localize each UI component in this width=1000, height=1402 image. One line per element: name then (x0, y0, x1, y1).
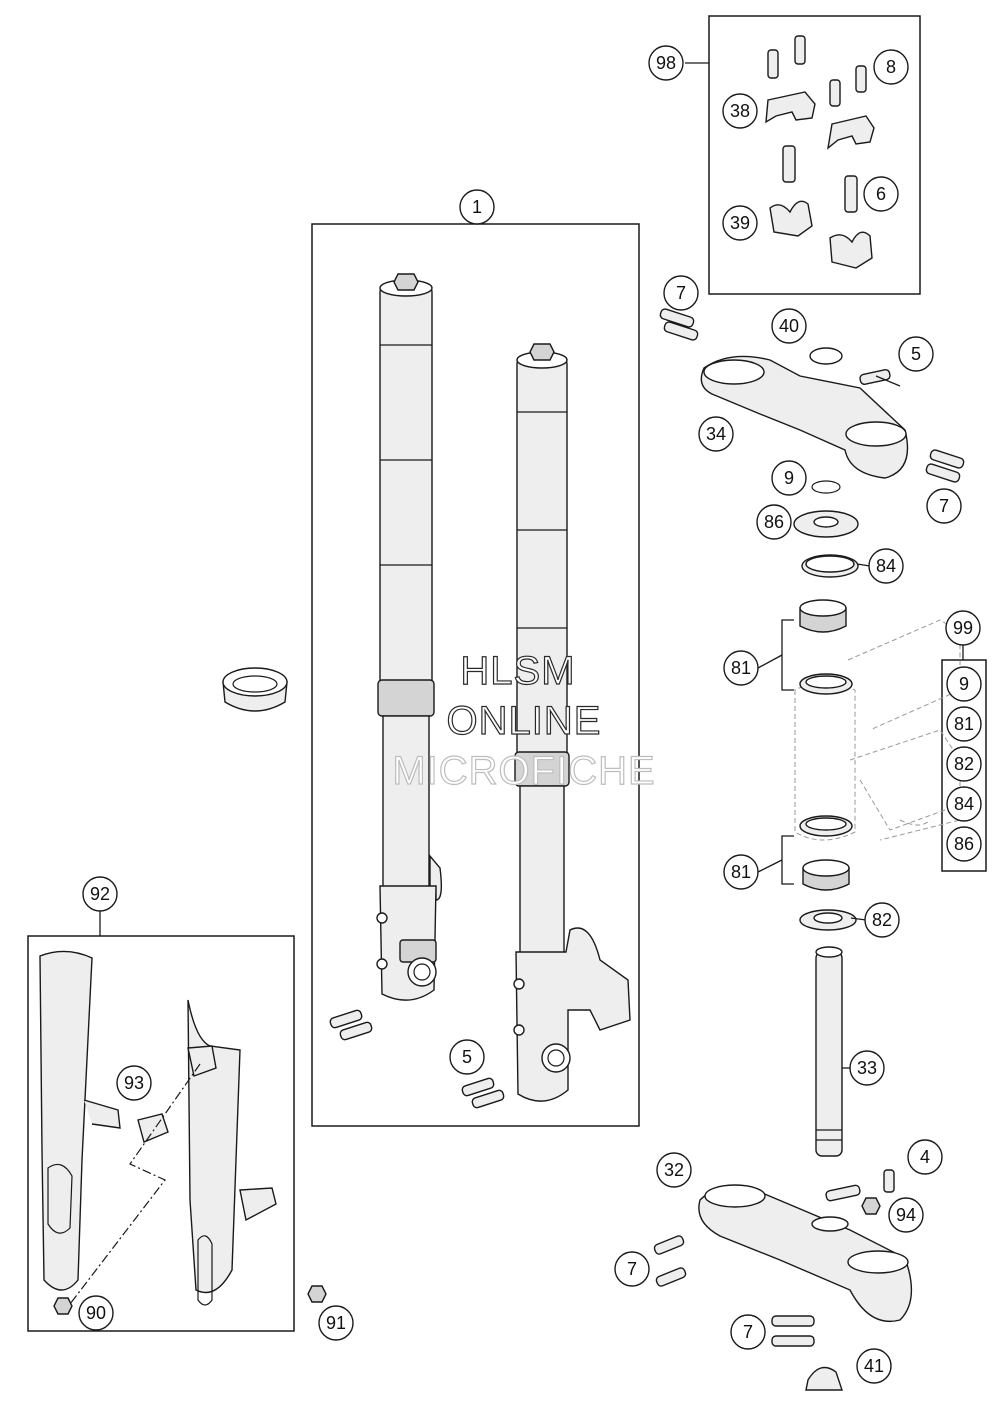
callout-91-label: 91 (326, 1313, 346, 1333)
callout-98-label: 98 (656, 53, 676, 73)
headset-bearing-parts (793, 480, 859, 931)
callout-34-label: 34 (706, 424, 726, 444)
callout-8-label: 8 (886, 57, 896, 77)
callout-33-label: 33 (857, 1058, 877, 1078)
callout-labels: 1 98 8 38 6 39 7 40 5 34 9 7 86 84 81 81… (78, 45, 982, 1384)
callout-7-mid: 7 (926, 488, 962, 524)
callout-86: 86 (756, 504, 792, 540)
callout-38: 38 (722, 93, 758, 129)
kit-99-item-3: 82 (946, 746, 982, 782)
steering-stem (815, 946, 843, 1157)
frame-head-ghost (794, 619, 961, 841)
fork-protectors (39, 950, 327, 1315)
callout-5-fork-label: 5 (462, 1047, 472, 1067)
upper-triple-clamp (659, 308, 965, 483)
callout-98: 98 (648, 45, 684, 81)
callout-82: 82 (864, 902, 900, 938)
callout-39: 39 (722, 205, 758, 241)
kit-99-item-3-label: 82 (954, 754, 974, 774)
callout-99-label: 99 (953, 618, 973, 638)
callout-91: 91 (318, 1305, 354, 1341)
callout-1-label: 1 (472, 197, 482, 217)
callout-32-label: 32 (664, 1160, 684, 1180)
callout-86-label: 86 (764, 512, 784, 532)
callout-41: 41 (856, 1348, 892, 1384)
handlebar-clamp-kit-frame (708, 15, 921, 295)
callout-7-bottom: 7 (730, 1314, 766, 1350)
callout-94-label: 94 (896, 1205, 916, 1225)
callout-9-label: 9 (784, 468, 794, 488)
kit-99-item-4: 84 (946, 786, 982, 822)
callout-6-label: 6 (876, 184, 886, 204)
callout-9: 9 (771, 460, 807, 496)
fork-protector-frame (27, 935, 295, 1332)
fork-clamp-bolts (329, 1009, 505, 1109)
left-fork-leg (376, 273, 443, 1001)
callout-5-right: 5 (898, 336, 934, 372)
kit-99-item-4-label: 84 (954, 794, 974, 814)
callout-99: 99 (945, 610, 981, 646)
kit-99-item-5-label: 86 (954, 834, 974, 854)
callout-39-label: 39 (730, 213, 750, 233)
callout-7-bottom-label: 7 (743, 1322, 753, 1342)
right-fork-leg (513, 343, 631, 1102)
watermark-line-2: ONLINE (447, 699, 602, 743)
kit-99-item-2-label: 81 (954, 714, 974, 734)
callout-6: 6 (863, 176, 899, 212)
callout-81-upper: 81 (723, 650, 759, 686)
bearing-kit-frame (941, 659, 987, 872)
callout-40-label: 40 (779, 316, 799, 336)
callout-84: 84 (868, 548, 904, 584)
callout-7-top-label: 7 (676, 283, 686, 303)
callout-41-label: 41 (864, 1356, 884, 1376)
callout-90-label: 90 (86, 1303, 106, 1323)
callout-92: 92 (82, 876, 118, 912)
callout-84-label: 84 (876, 556, 896, 576)
callout-92-label: 92 (90, 884, 110, 904)
callout-7-lower-label: 7 (627, 1259, 637, 1279)
watermark-line-1: HLSM (460, 649, 575, 693)
callout-81-lower-label: 81 (731, 862, 751, 882)
callout-8: 8 (873, 49, 909, 85)
callout-34: 34 (698, 416, 734, 452)
callout-1: 1 (459, 189, 495, 225)
lower-triple-clamp (653, 1169, 913, 1391)
callout-5-right-label: 5 (911, 344, 921, 364)
kit-99-item-2: 81 (946, 706, 982, 742)
callout-7-lower: 7 (614, 1251, 650, 1287)
callout-38-label: 38 (730, 101, 750, 121)
kit-99-item-1: 9 (946, 666, 982, 702)
callout-81-upper-label: 81 (731, 658, 751, 678)
loose-ring-part (222, 667, 288, 712)
handlebar-clamp-parts (765, 35, 875, 269)
callout-32: 32 (656, 1152, 692, 1188)
watermark: HLSM ONLINE MICROFICHE (392, 648, 656, 793)
callout-93-label: 93 (124, 1073, 144, 1093)
kit-99-item-1-label: 9 (959, 674, 969, 694)
callout-4: 4 (907, 1139, 943, 1175)
callout-82-label: 82 (872, 910, 892, 930)
callout-81-lower: 81 (723, 854, 759, 890)
callout-94: 94 (888, 1197, 924, 1233)
kit-99-item-5: 86 (946, 826, 982, 862)
callout-4-label: 4 (920, 1147, 930, 1167)
callout-7-top: 7 (663, 275, 699, 311)
callout-93: 93 (116, 1065, 152, 1101)
callout-90: 90 (78, 1295, 114, 1331)
callout-33: 33 (849, 1050, 885, 1086)
callout-5-fork: 5 (449, 1039, 485, 1075)
callout-40: 40 (771, 308, 807, 344)
watermark-line-3: MICROFICHE (392, 749, 655, 793)
callout-7-mid-label: 7 (939, 496, 949, 516)
